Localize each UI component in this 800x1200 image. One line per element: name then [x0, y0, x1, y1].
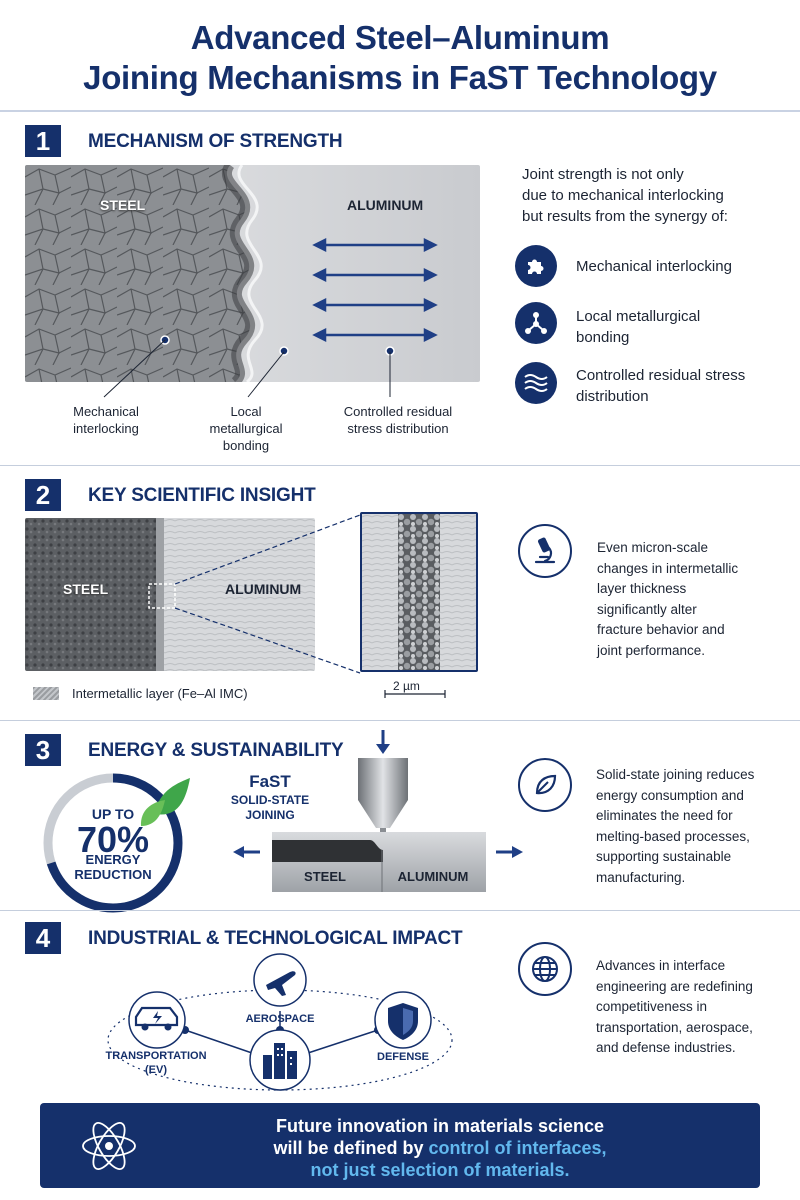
insight-text: Even micron-scale changes in intermetall…: [597, 540, 739, 658]
sustainability-text: Solid-state joining reduces energy consu…: [596, 767, 755, 885]
plate-label-aluminum: ALUMINUM: [397, 869, 469, 884]
left-arrow-icon: [233, 846, 260, 858]
label-steel: STEEL: [100, 197, 146, 213]
node-transportation: TRANSPORTATION (EV): [105, 1050, 207, 1076]
callout-residual-stress: Controlled residual stress distribution: [343, 404, 453, 436]
imc-label-steel: STEEL: [63, 581, 109, 597]
item-residual-stress: Controlled residual stress distribution: [576, 367, 746, 405]
right-arrow-icon: [496, 846, 523, 858]
fast-joining-diagram: [233, 730, 523, 892]
car-icon: [128, 991, 186, 1049]
leaf-eco-icon: [518, 758, 572, 812]
node-aerospace: AEROSPACE: [245, 1013, 315, 1025]
footer-message: Future innovation in materials science w…: [273, 1116, 607, 1180]
imc-zoom-inset: [360, 512, 478, 672]
city-icon: [249, 1029, 311, 1091]
gauge-label-bottom: ENERGY REDUCTION: [74, 852, 152, 882]
callout-lines: [103, 340, 391, 398]
microscope-icon: [518, 524, 572, 578]
shield-icon: [374, 991, 432, 1049]
imc-label-aluminum: ALUMINUM: [225, 581, 302, 597]
gauge-value: 70%: [76, 819, 150, 860]
imc-micrograph: STEEL ALUMINUM: [25, 518, 315, 671]
molecule-icon: [515, 302, 557, 344]
industry-network: [107, 953, 453, 1091]
page-title: Advanced Steel–Aluminum Joining Mechanis…: [0, 18, 800, 98]
waves-icon: [515, 362, 557, 404]
divider-1: [0, 465, 800, 466]
label-aluminum: ALUMINUM: [347, 197, 424, 213]
section-3-heading: ENERGY & SUSTAINABILITY: [88, 740, 344, 761]
title-line-1: Advanced Steel–Aluminum: [190, 19, 610, 56]
imc-legend-swatch: [33, 687, 59, 700]
fast-label: FaST: [249, 772, 291, 791]
footer-banner: Future innovation in materials science w…: [40, 1103, 760, 1188]
item-mechanical-interlocking: Mechanical interlocking: [576, 258, 732, 275]
divider-2: [0, 720, 800, 721]
leaf-icon: [155, 778, 190, 815]
divider-3: [0, 910, 800, 911]
section-2-number: 2: [25, 479, 61, 511]
section-1-intro: Joint strength is not only due to mechan…: [522, 166, 728, 225]
scale-bar: [384, 690, 446, 698]
atom-icon: [82, 1122, 136, 1170]
title-line-2: Joining Mechanisms in FaST Technology: [83, 59, 717, 96]
item-metallurgical-bonding: Local metallurgical bonding: [576, 308, 701, 346]
steel-aluminum-micrograph: STEEL ALUMINUM: [25, 165, 480, 382]
airplane-icon: [253, 953, 307, 1007]
plate-label-steel: STEEL: [304, 869, 346, 884]
imc-legend: Intermetallic layer (Fe–Al IMC): [72, 686, 248, 701]
callout-metallurgical-bonding: Local metallurgical bonding: [209, 404, 283, 453]
callout-mechanical-interlocking: Mechanical interlocking: [73, 404, 139, 436]
energy-gauge: [43, 773, 190, 913]
section-4-heading: INDUSTRIAL & TECHNOLOGICAL IMPACT: [88, 928, 463, 949]
node-defense: DEFENSE: [377, 1051, 429, 1063]
section-1-heading: MECHANISM OF STRENGTH: [88, 131, 343, 152]
section-1-number: 1: [25, 125, 61, 157]
title-divider: [0, 110, 800, 112]
impact-text: Advances in interface engineering are re…: [596, 958, 753, 1055]
gauge-arc: [43, 773, 183, 913]
section-4-number: 4: [25, 922, 61, 954]
section-2-heading: KEY SCIENTIFIC INSIGHT: [88, 485, 316, 506]
fast-subtitle: SOLID-STATE JOINING: [230, 793, 310, 822]
puzzle-icon: [515, 245, 557, 287]
globe-icon: [518, 942, 572, 996]
section-3-number: 3: [25, 734, 61, 766]
down-arrow-icon: [376, 730, 390, 754]
scale-bar-label: 2 µm: [393, 679, 420, 693]
gauge-label-top: UP TO: [91, 806, 135, 822]
zoom-lines: [174, 514, 361, 674]
